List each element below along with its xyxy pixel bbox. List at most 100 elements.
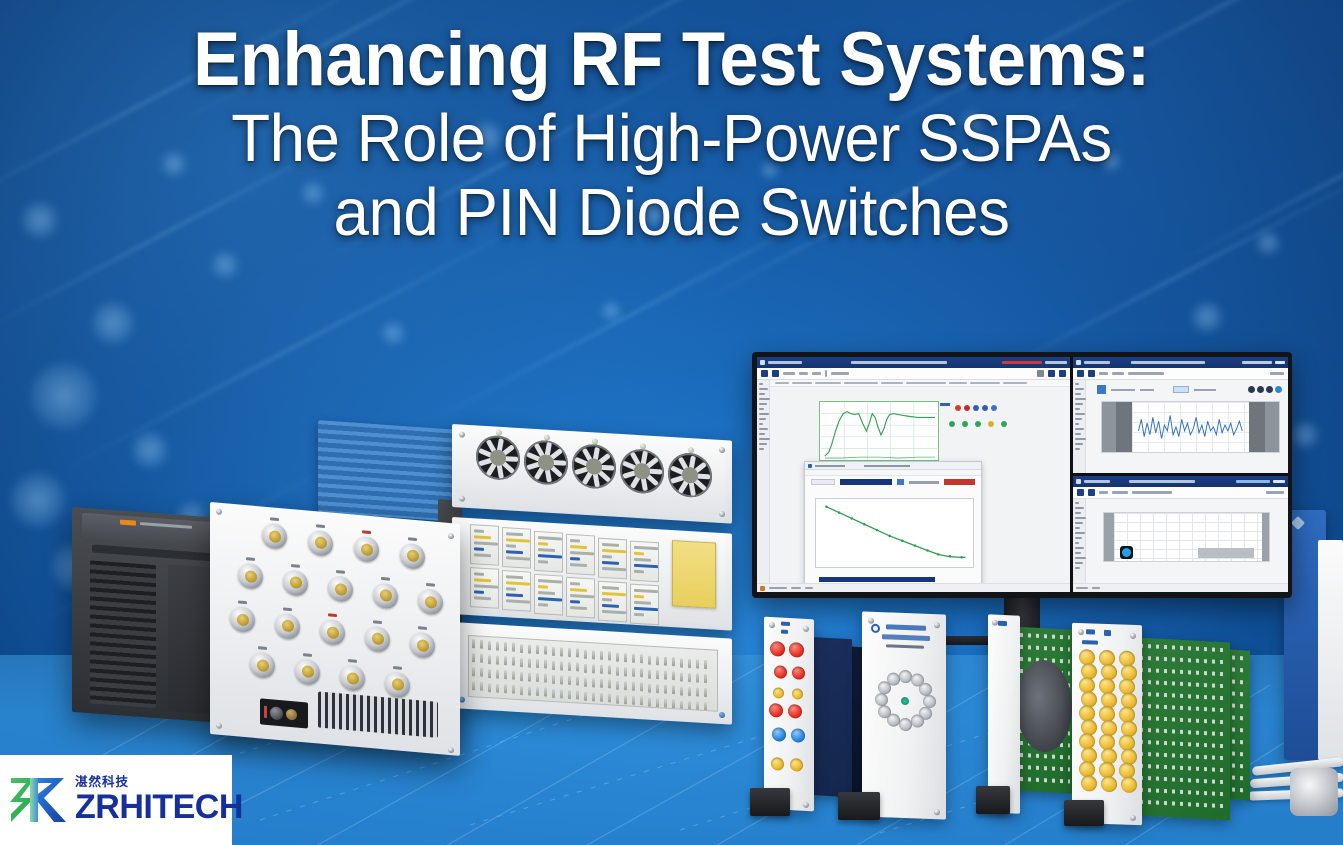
fan-blade (639, 450, 648, 472)
backplane-pin (528, 644, 531, 654)
toolbar-save-icon[interactable] (772, 370, 779, 377)
rf-connector (328, 575, 353, 603)
card-logo-icon (871, 623, 880, 634)
ribbon-toolbar-left[interactable] (757, 368, 1071, 380)
sidebar-tree-item[interactable] (1075, 398, 1087, 400)
sidebar-tree-item[interactable] (1075, 527, 1081, 529)
window-doc-name (851, 361, 947, 364)
card-marking (781, 621, 790, 627)
sidebar-tree-item[interactable] (1075, 388, 1085, 390)
sidebar-tree-item[interactable] (1075, 448, 1081, 450)
sidebar-tree-item[interactable] (1075, 413, 1086, 415)
connector-port-label (426, 583, 435, 588)
sidebar-tree-item[interactable] (759, 423, 763, 425)
sidebar-tree-item[interactable] (1075, 552, 1082, 554)
pcb-trace-row (1140, 787, 1226, 797)
sub-window-progressbar (819, 577, 935, 582)
sub-window-subbar (805, 470, 981, 476)
sidebar-tree-item[interactable] (1075, 403, 1084, 405)
sidebar-tree-item[interactable] (759, 383, 763, 385)
sidebar-tree-item[interactable] (1075, 532, 1086, 534)
rf-module-slot (534, 530, 563, 573)
sidebar-tree-item[interactable] (759, 428, 768, 430)
sidebar-tree-item[interactable] (1075, 423, 1080, 425)
sub-window-decay-plot[interactable] (804, 461, 982, 585)
sidebar-tree-item[interactable] (1075, 507, 1085, 509)
connector-red-2 (789, 642, 804, 658)
sidebar-tree-item[interactable] (1075, 522, 1084, 524)
window-close-button[interactable] (1002, 361, 1043, 364)
backplane-pin (520, 643, 523, 653)
sub-window-button-row[interactable] (805, 476, 981, 488)
sidebar-tree-item[interactable] (1075, 512, 1082, 514)
sub-btn-run[interactable] (839, 479, 892, 485)
sidebar-tree-item[interactable] (1075, 418, 1083, 420)
module-marking (506, 593, 523, 598)
sidebar-tree-item[interactable] (1075, 562, 1084, 564)
sidebar-tree-item[interactable] (1075, 547, 1085, 549)
sidebar-tree-item[interactable] (759, 408, 764, 410)
sidebar-tree-item[interactable] (759, 393, 765, 395)
toolbar-open-icon[interactable] (1077, 489, 1085, 496)
sub-btn-icon[interactable] (896, 479, 904, 485)
ribbon-toolbar-right-bottom[interactable] (1073, 487, 1288, 499)
module-marking (570, 557, 580, 561)
backplane-pin (632, 653, 635, 663)
window-icon (760, 360, 765, 365)
center-indicator-led (901, 696, 909, 706)
right-top-window[interactable] (1073, 357, 1288, 473)
sub-btn-stop[interactable] (944, 479, 975, 485)
right-top-control-row[interactable] (1097, 385, 1282, 394)
backplane-pin (544, 687, 547, 697)
toolbar-settings-icon[interactable] (1048, 370, 1056, 377)
sidebar-tree-item[interactable] (759, 388, 768, 390)
sidebar-tree-item[interactable] (1075, 537, 1083, 539)
sidebar-tree-item[interactable] (1075, 408, 1081, 410)
sidebar-tree-item[interactable] (1075, 383, 1080, 385)
sidebar-tree-item[interactable] (759, 413, 769, 415)
backplane-pin (696, 701, 699, 711)
sidebar-tree-item[interactable] (1075, 502, 1080, 504)
sidebar-tree-item[interactable] (1075, 393, 1082, 395)
toolbar-open-icon[interactable] (1077, 370, 1085, 377)
sidebar-tree-item[interactable] (1075, 517, 1087, 519)
right-bottom-sidebar[interactable] (1073, 499, 1087, 592)
window-minimize-button[interactable] (1045, 361, 1068, 364)
toolbar-view-icon[interactable] (1037, 370, 1045, 377)
sidebar-tree-item[interactable] (1075, 443, 1084, 445)
toolbar-save-icon[interactable] (1088, 489, 1096, 496)
ribbon-toolbar-right-top[interactable] (1073, 368, 1288, 380)
backplane-pin (504, 642, 507, 652)
sub-btn-1[interactable] (811, 479, 835, 485)
module-marking (602, 609, 626, 614)
sidebar-tree-item[interactable] (759, 418, 766, 420)
toolbar-help-icon[interactable] (1059, 370, 1067, 377)
grid-icon[interactable] (1097, 385, 1107, 394)
sidebar-tree-item[interactable] (759, 448, 764, 450)
backplane-pin (704, 674, 707, 684)
card-marking-blue (998, 620, 1007, 627)
right-bottom-window[interactable] (1073, 476, 1288, 592)
toolbar-save-icon[interactable] (1088, 370, 1096, 377)
sidebar-tree-item[interactable] (1075, 438, 1087, 440)
sidebar-tree-item[interactable] (759, 403, 767, 405)
sidebar-tree-item[interactable] (1075, 433, 1082, 435)
bokeh-dot (28, 360, 100, 432)
sidebar-tree-item[interactable] (759, 443, 767, 445)
backplane-pin (648, 655, 651, 665)
sidebar-tree-item[interactable] (1075, 557, 1087, 559)
sidebar-tree-item[interactable] (759, 398, 770, 400)
sidebar-tree-item[interactable] (1075, 542, 1080, 544)
connector-port-label (316, 523, 325, 528)
module-marking (474, 578, 491, 583)
right-top-sidebar[interactable] (1073, 380, 1087, 473)
left-window-sidebar[interactable] (757, 380, 770, 592)
sidebar-tree-item[interactable] (1075, 428, 1085, 430)
chip-1[interactable] (1173, 386, 1190, 393)
sidebar-tree-item[interactable] (759, 438, 770, 440)
toolbar-open-icon[interactable] (761, 370, 768, 377)
sidebar-tree-item[interactable] (1075, 567, 1081, 569)
sidebar-tree-item[interactable] (759, 433, 765, 435)
rf-module-card-disc (988, 614, 1020, 814)
left-application-window[interactable] (757, 357, 1071, 592)
